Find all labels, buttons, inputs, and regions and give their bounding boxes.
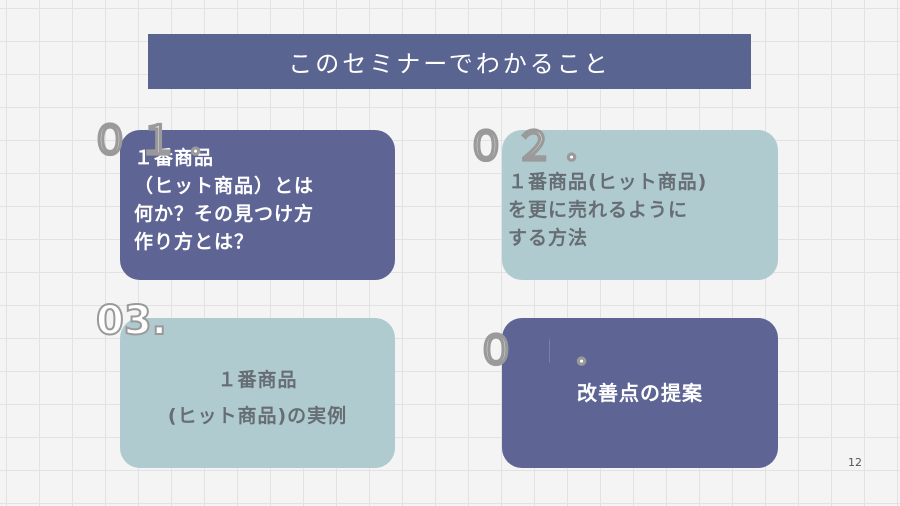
topic-number-03: 03.: [95, 297, 168, 345]
topic-number-02: ０２．: [465, 123, 610, 171]
topic-card-02: １番商品(ヒット商品) を更に売れるように する方法: [502, 130, 778, 280]
topic-card-04-text: 改善点の提案: [577, 381, 703, 405]
topic-number-01: ０１．: [89, 117, 234, 165]
topic-card-02-text: １番商品(ヒット商品) を更に売れるように する方法: [508, 171, 708, 249]
topic-card-03-text: １番商品 (ヒット商品)の実例: [167, 369, 348, 427]
topic-number-04: ０４．: [475, 318, 620, 376]
topic-card-04: 改善点の提案: [502, 318, 778, 468]
slide-title: このセミナーでわかること: [148, 34, 751, 89]
topic-card-01: １番商品 （ヒット商品）とは 何か？その見つけ方 作り方とは？: [120, 130, 395, 280]
topic-number-04-suffix: ．: [571, 327, 620, 375]
topic-number-04-prefix: ０: [475, 327, 524, 375]
topic-number-04-highlight: ４: [523, 327, 572, 375]
topic-card-03: １番商品 (ヒット商品)の実例: [120, 318, 395, 468]
topic-card-01-text: １番商品 （ヒット商品）とは 何か？その見つけ方 作り方とは？: [134, 147, 315, 253]
page-number: 12: [848, 456, 862, 469]
